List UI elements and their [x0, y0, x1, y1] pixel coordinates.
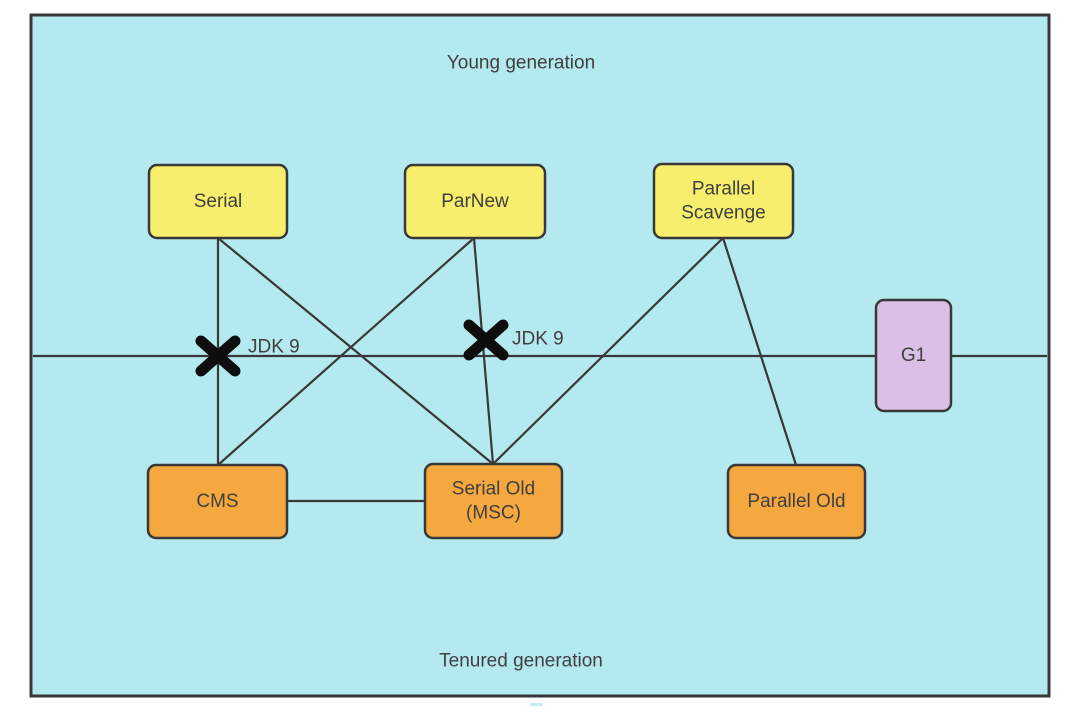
tenured-generation-title: Tenured generation [439, 651, 603, 672]
deprecated-mark: JDK 9 [195, 335, 300, 377]
deprecated-mark: JDK 9 [463, 319, 564, 361]
x-mark-icon [463, 319, 509, 361]
node-serial: Serial [147, 163, 289, 240]
node-label-parnew: ParNew [441, 191, 509, 212]
edge-parallel-scavenge-serial-old [492, 237, 724, 465]
node-label-serial: Serial [194, 191, 243, 212]
node-label-g1: G1 [901, 345, 926, 366]
node-box-parnew [403, 163, 547, 240]
node-serial-old: Serial Old(MSC) [423, 462, 564, 540]
node-cms: CMS [146, 463, 289, 540]
edge-parallel-scavenge-parallel-old [721, 237, 798, 466]
node-label-cms: CMS [196, 491, 238, 512]
bottom-artifact-dash [530, 703, 543, 706]
edge-parnew-cms [217, 237, 475, 466]
node-parnew: ParNew [403, 163, 547, 240]
deprecation-marks-layer: JDK 9 JDK 9 [195, 319, 564, 377]
node-label-parallel-old: Parallel Old [747, 491, 845, 512]
node-box-parallel-old [726, 463, 867, 540]
jdk9-label: JDK 9 [512, 329, 564, 350]
node-box-serial [147, 163, 289, 240]
young-generation-title: Young generation [447, 53, 595, 74]
node-parallel-old: Parallel Old [726, 463, 867, 540]
jdk9-label: JDK 9 [248, 337, 300, 358]
node-label-serial-old: Serial Old(MSC) [452, 479, 535, 524]
edges-layer [216, 237, 798, 503]
x-mark-icon [195, 335, 241, 377]
node-box-g1 [874, 298, 953, 413]
edge-parnew-serial-old [472, 237, 495, 465]
node-box-cms [146, 463, 289, 540]
node-box-serial-old [423, 462, 564, 540]
node-g1: G1 [874, 298, 953, 413]
edge-serial-serial-old [217, 237, 494, 465]
node-box-parallel-scavenge [652, 162, 795, 240]
